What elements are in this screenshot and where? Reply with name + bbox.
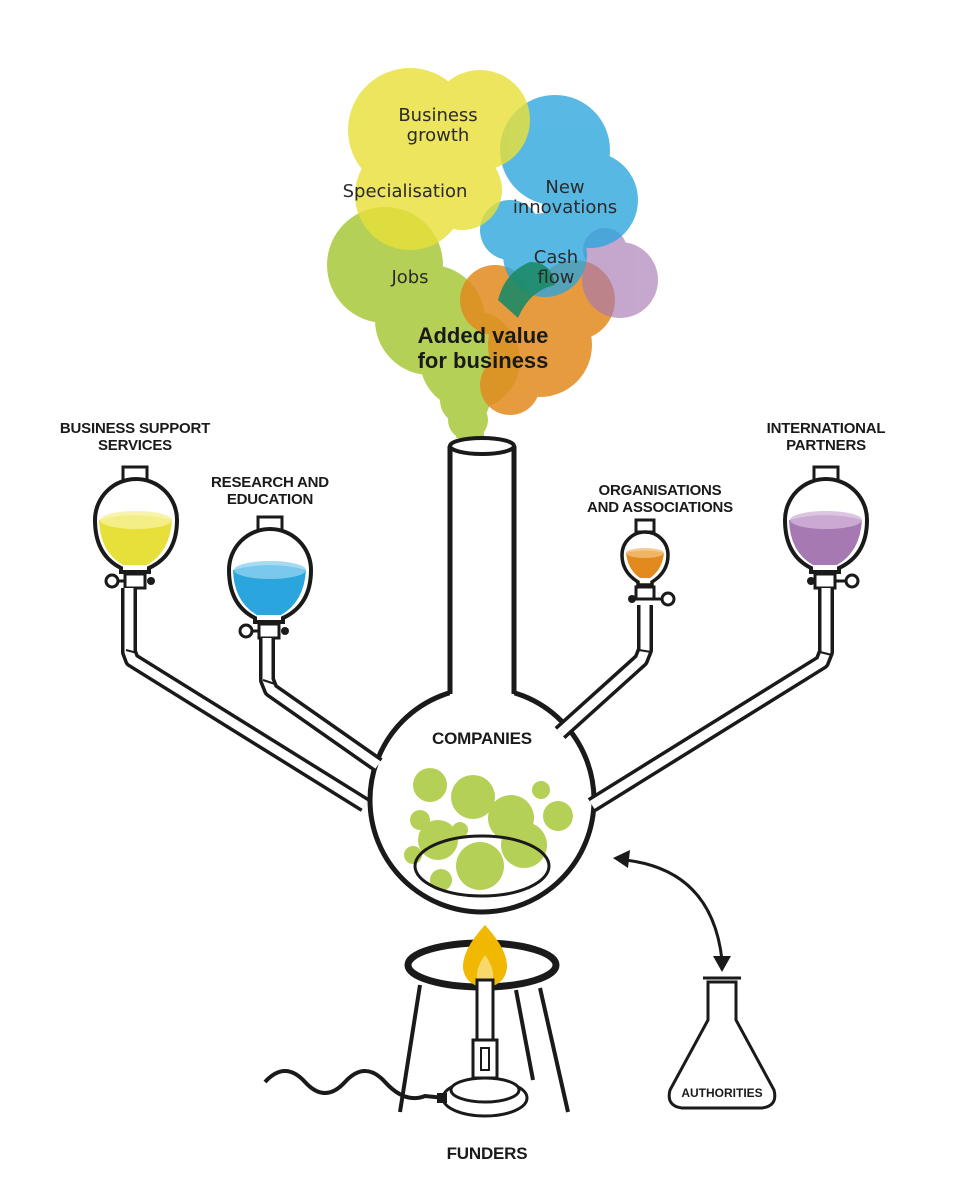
funders-label: FUNDERS — [446, 1144, 528, 1163]
cash-flow-label: Cash flow — [533, 247, 579, 288]
business-support-funnel — [92, 465, 370, 812]
bunsen-burner-stand — [263, 925, 570, 1118]
international-partners-label: INTERNATIONAL PARTNERS — [766, 420, 886, 454]
companies-flask — [367, 436, 597, 915]
companies-label: COMPANIES — [432, 729, 532, 748]
international-partners-funnel — [587, 465, 870, 812]
new-innovations-label: New innovations — [512, 177, 618, 218]
double-arrow-icon — [613, 850, 731, 972]
research-education-label: RESEARCH AND EDUCATION — [211, 474, 329, 508]
research-education-funnel — [226, 515, 383, 772]
added-value-headline: Added value for business — [417, 323, 549, 373]
authorities-label: AUTHORITIES — [681, 1086, 763, 1100]
jobs-label: Jobs — [391, 267, 429, 288]
business-growth-label: Business growth — [398, 105, 478, 146]
business-support-label: BUSINESS SUPPORT SERVICES — [59, 420, 211, 454]
organisations-label: ORGANISATIONS AND ASSOCIATIONS — [587, 482, 733, 516]
specialisation-label: Specialisation — [342, 181, 468, 202]
organisations-funnel — [554, 518, 676, 739]
authorities-flask — [667, 976, 777, 1110]
outcome-cloud — [327, 68, 658, 449]
